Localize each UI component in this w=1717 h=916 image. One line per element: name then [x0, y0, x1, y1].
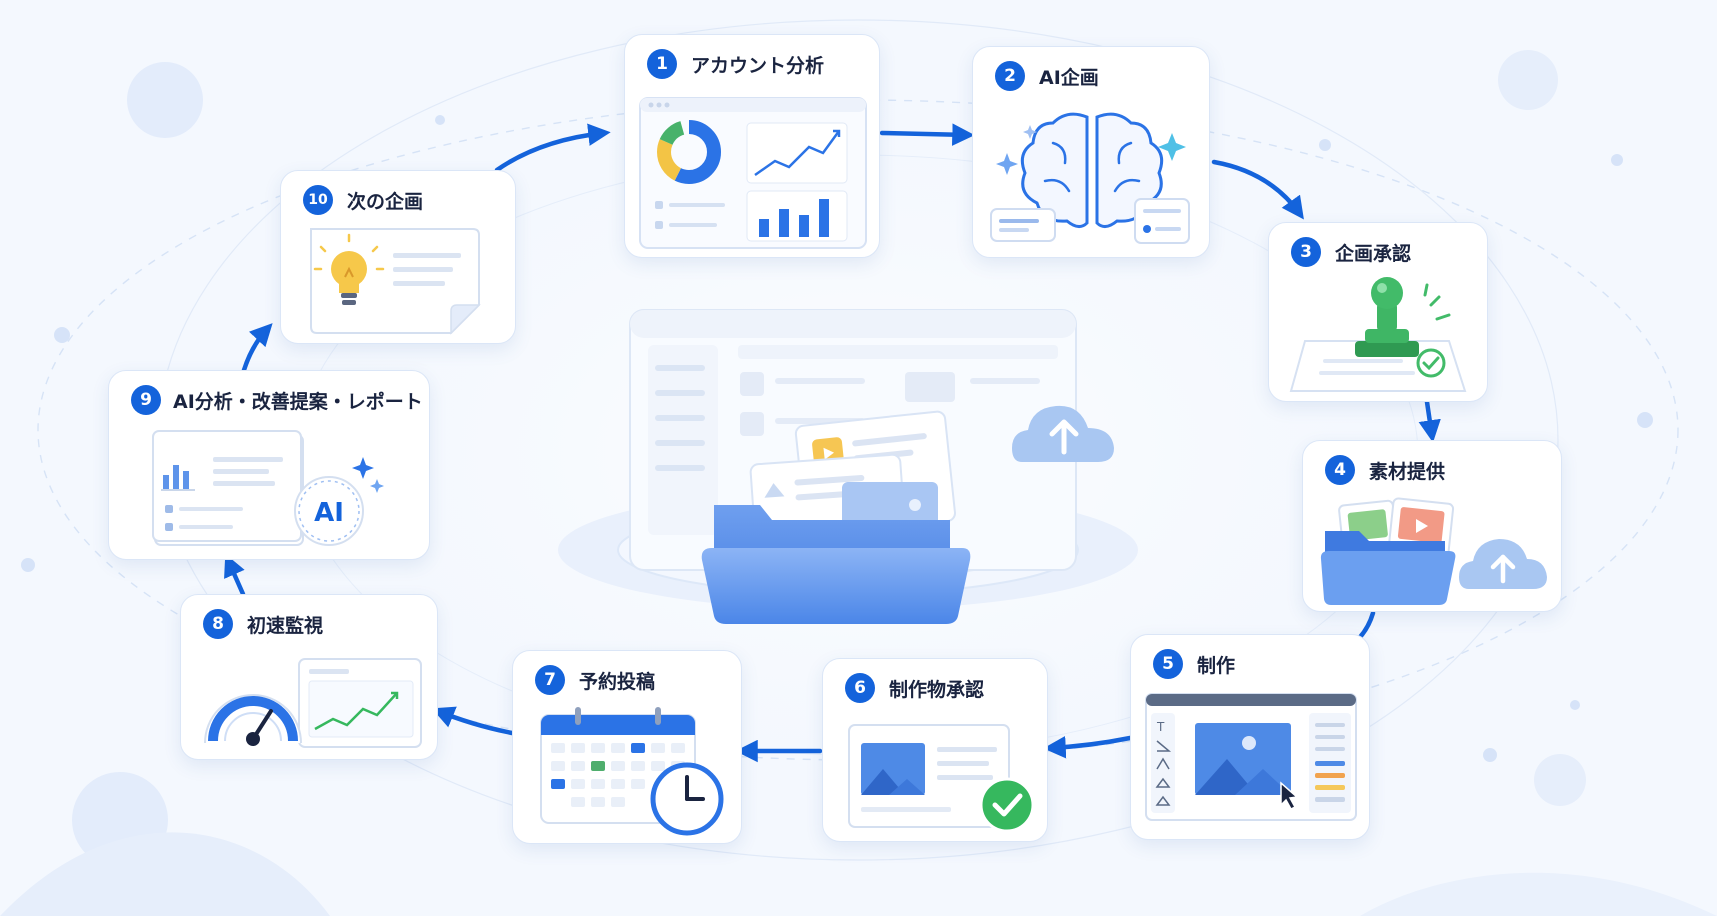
editor-canvas-icon: T	[1145, 693, 1357, 821]
step-card-9[interactable]: 9 AI分析・改善提案・レポート AI	[108, 370, 430, 560]
approval-stamp-icon	[1289, 277, 1467, 392]
arrow-9-to-10	[241, 323, 273, 373]
speedometer-icon	[204, 658, 422, 748]
arrow-8-to-9	[224, 553, 246, 597]
step-title: 素材提供	[1369, 460, 1446, 483]
step-card-2[interactable]: 2 AI企画	[972, 46, 1210, 258]
ai-brain-icon	[990, 112, 1190, 244]
folder-upload-icon	[1320, 497, 1547, 605]
step-number-badge: 5	[1153, 649, 1183, 679]
step-number-badge: 2	[995, 61, 1025, 91]
step-title: アカウント分析	[691, 54, 825, 77]
step-card-4[interactable]: 4 素材提供	[1302, 440, 1562, 612]
step-title: 初速監視	[247, 614, 324, 637]
approved-image-icon	[848, 724, 1035, 833]
step-number-badge: 7	[535, 665, 565, 695]
step-card-3[interactable]: 3 企画承認	[1268, 222, 1488, 402]
calendar-clock-icon	[540, 707, 724, 836]
arrow-5-to-6	[1043, 735, 1133, 759]
step-number-badge: 9	[131, 385, 161, 415]
step-card-8[interactable]: 8 初速監視	[180, 594, 438, 760]
arrow-3-to-4	[1418, 399, 1441, 443]
step-title: AI企画	[1039, 66, 1099, 89]
analytics-dashboard-icon	[639, 97, 867, 249]
arrow-1-to-2	[879, 123, 975, 146]
ai-badge-text: AI	[314, 498, 344, 528]
step-number-badge: 10	[303, 185, 333, 215]
step-card-10[interactable]: 10 次の企画	[280, 170, 516, 344]
arrow-2-to-3	[1211, 159, 1304, 220]
ai-report-icon: AI	[152, 430, 384, 546]
step-number-badge: 8	[203, 609, 233, 639]
arrow-7-to-8	[431, 706, 515, 736]
arrow-10-to-1	[494, 123, 611, 173]
step-number-badge: 6	[845, 673, 875, 703]
step-number-badge: 1	[647, 49, 677, 79]
step-title: 次の企画	[347, 190, 424, 213]
step-card-5[interactable]: 5 制作 T	[1130, 634, 1370, 840]
step-number-badge: 4	[1325, 455, 1355, 485]
step-card-6[interactable]: 6 制作物承認	[822, 658, 1048, 842]
step-card-7[interactable]: 7 予約投稿	[512, 650, 742, 844]
lightbulb-idea-icon	[310, 228, 481, 335]
step-title: 制作	[1197, 654, 1236, 677]
step-title: 制作物承認	[889, 678, 985, 701]
step-title: 企画承認	[1335, 242, 1412, 265]
step-card-1[interactable]: 1 アカウント分析	[624, 34, 880, 258]
step-title: AI分析・改善提案・レポート	[173, 390, 423, 413]
step-number-badge: 3	[1291, 237, 1321, 267]
svg-text:T: T	[1156, 720, 1165, 734]
step-title: 予約投稿	[579, 670, 656, 693]
